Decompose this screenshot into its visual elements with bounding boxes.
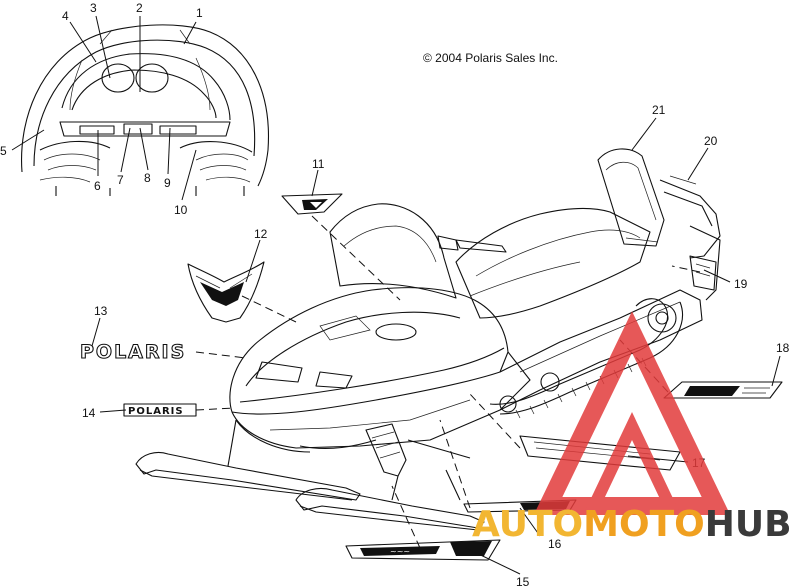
decal-18 bbox=[663, 381, 783, 399]
callout-7: 7 bbox=[117, 173, 124, 187]
copyright-text: © 2004 Polaris Sales Inc. bbox=[423, 51, 558, 65]
snowmobile-body bbox=[135, 148, 721, 531]
callout-3: 3 bbox=[90, 1, 97, 15]
watermark-triangle-logo bbox=[533, 311, 731, 515]
callout-20: 20 bbox=[704, 134, 718, 148]
polaris-decal-small: POLARIS bbox=[128, 406, 184, 417]
decal-20-21 bbox=[625, 175, 697, 243]
callout-18: 18 bbox=[776, 341, 790, 355]
callout-16: 16 bbox=[548, 537, 562, 551]
decal-12 bbox=[187, 261, 265, 323]
callout-5: 5 bbox=[0, 144, 7, 158]
callout-6: 6 bbox=[94, 179, 101, 193]
callout-9: 9 bbox=[164, 176, 171, 190]
decal-13-polaris: POLARIS bbox=[79, 340, 186, 363]
decal-19 bbox=[689, 255, 717, 291]
watermark-hub: HUB bbox=[705, 504, 792, 545]
watermark-text: AUTOMOTOHUB bbox=[472, 504, 792, 545]
decal-11 bbox=[281, 193, 343, 215]
watermark-auto: AUTO bbox=[472, 504, 583, 545]
dashboard-inset bbox=[20, 24, 270, 196]
callout-11: 11 bbox=[312, 157, 325, 171]
callout-21: 21 bbox=[652, 103, 666, 117]
watermark: AUTOMOTOHUB bbox=[472, 311, 792, 545]
callout-12: 12 bbox=[254, 227, 268, 241]
main-leaders bbox=[91, 117, 781, 575]
callout-15: 15 bbox=[516, 575, 530, 588]
watermark-moto: MOTO bbox=[583, 504, 705, 545]
callout-14: 14 bbox=[82, 406, 96, 420]
decal-14-polaris: POLARIS bbox=[123, 403, 197, 417]
callout-13: 13 bbox=[94, 304, 108, 318]
callout-1: 1 bbox=[196, 6, 203, 20]
callout-8: 8 bbox=[144, 171, 151, 185]
callout-10: 10 bbox=[174, 203, 188, 217]
callout-4: 4 bbox=[62, 9, 69, 23]
inset-leaders bbox=[11, 15, 197, 201]
svg-text:~~~: ~~~ bbox=[390, 547, 410, 556]
polaris-decal-large: POLARIS bbox=[80, 341, 186, 363]
callout-19: 19 bbox=[734, 277, 748, 291]
decal-15: ~~~ bbox=[345, 539, 501, 561]
callout-2: 2 bbox=[136, 1, 143, 15]
